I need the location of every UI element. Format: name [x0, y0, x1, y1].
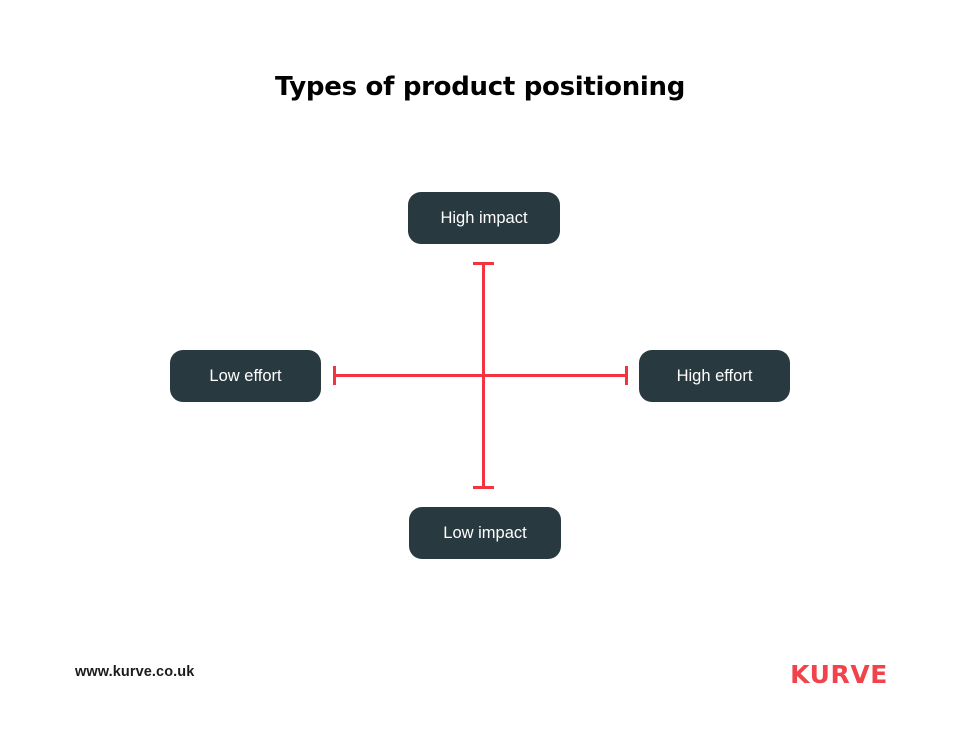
horizontal-axis-line	[333, 374, 628, 377]
kurve-logo: KURVE	[790, 660, 888, 689]
axis-label-low-impact: Low impact	[409, 507, 561, 559]
axis-label-high-effort: High effort	[639, 350, 790, 402]
axis-label-low-effort: Low effort	[170, 350, 321, 402]
vertical-axis-bottom-cap	[473, 486, 494, 489]
vertical-axis-top-cap	[473, 262, 494, 265]
horizontal-axis-right-cap	[625, 366, 628, 385]
footer-website-url: www.kurve.co.uk	[75, 664, 195, 680]
axis-label-high-impact: High impact	[408, 192, 560, 244]
page-title: Types of product positioning	[274, 72, 686, 102]
horizontal-axis-left-cap	[333, 366, 336, 385]
